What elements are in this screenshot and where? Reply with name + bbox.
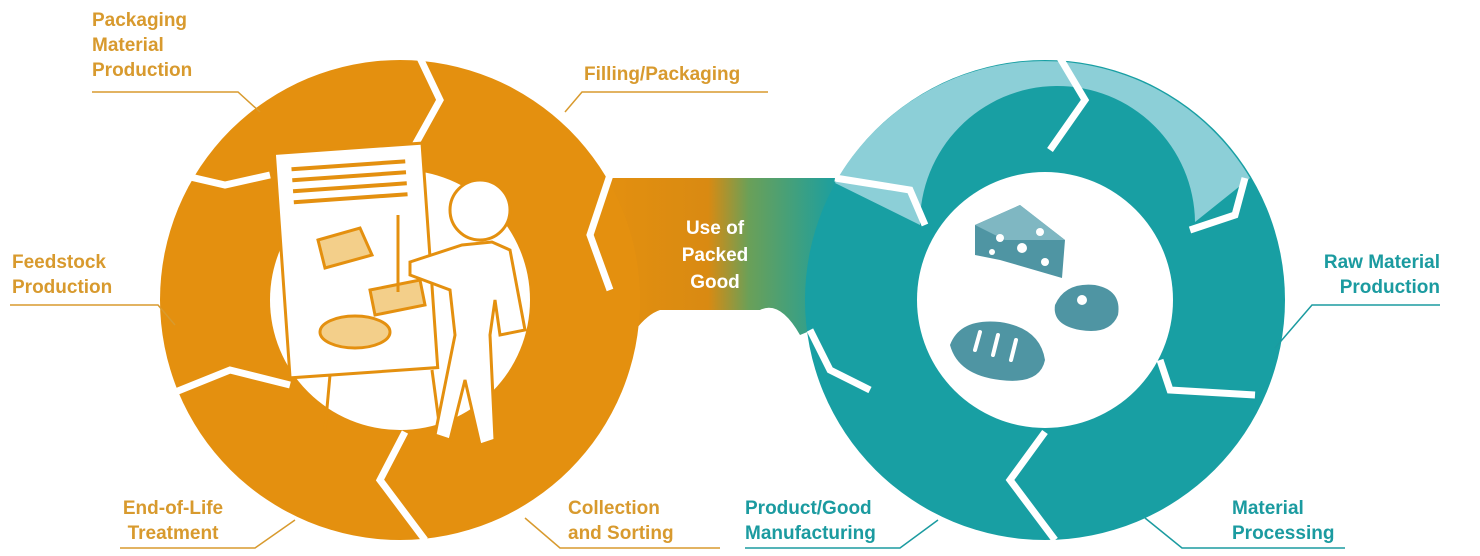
steak-icon (1054, 284, 1119, 331)
cheese-icon (975, 205, 1065, 278)
label-packaging-material-production: Packaging Material Production (92, 10, 193, 81)
leader-lines-packaging (10, 91, 768, 549)
label-product-good-manufacturing: Product/Good Manufacturing (745, 498, 876, 544)
product-cycle-ring (805, 56, 1285, 543)
label-filling-packaging: Filling/Packaging (584, 64, 741, 85)
label-end-of-life-treatment: End-of-Life Treatment (122, 498, 224, 544)
bread-icon (950, 321, 1045, 381)
label-material-processing: Material Processing (1232, 498, 1335, 544)
presenter-with-flipchart-icon (272, 141, 527, 447)
label-raw-material-production: Raw Material Production (1323, 252, 1440, 298)
label-use-of-packed-good: Use of Packed Good (681, 218, 749, 293)
bridge-use-phase (600, 178, 840, 400)
leader-lines-product (745, 304, 1440, 549)
label-feedstock-production: Feedstock Production (12, 252, 113, 298)
label-collection-and-sorting: Collection and Sorting (568, 498, 674, 544)
